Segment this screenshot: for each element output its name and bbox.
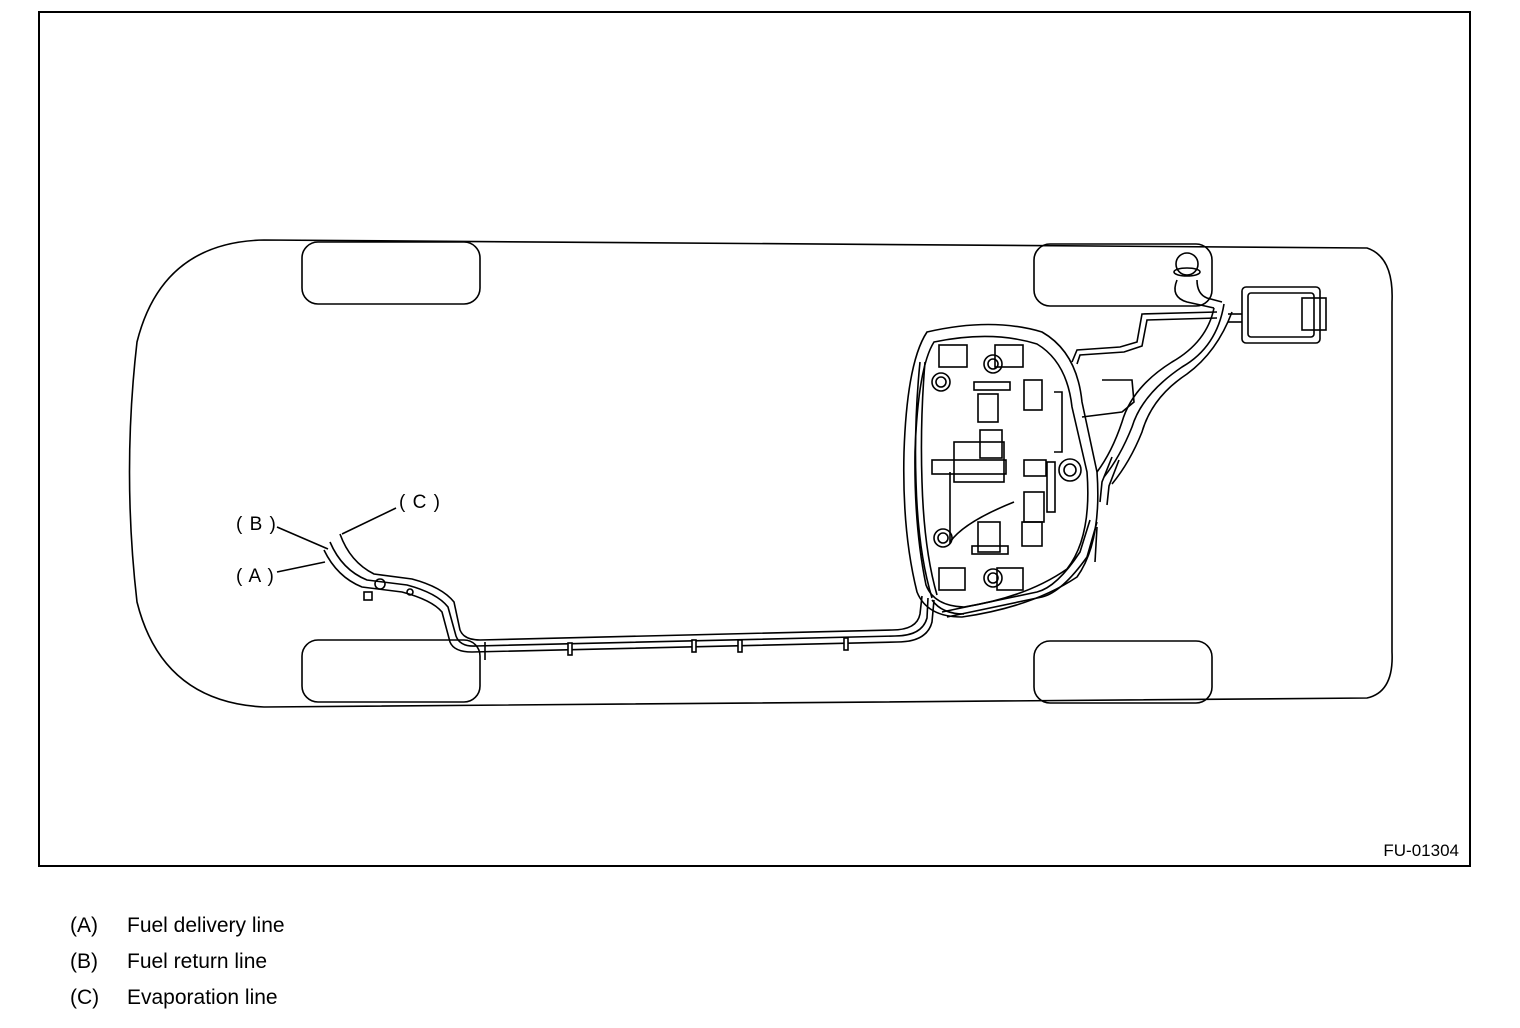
wheel-rear-right	[1033, 640, 1213, 704]
legend-row-a: (A) Fuel delivery line	[70, 908, 285, 944]
callout-a-leader	[276, 561, 326, 573]
callout-b-label: ( B )	[236, 514, 277, 535]
legend-key: (B)	[70, 950, 98, 973]
underbody-fuel-lines	[323, 519, 1098, 660]
tank-vent-lines	[1071, 311, 1218, 563]
wheel-front-left	[301, 241, 481, 305]
legend-label: Evaporation line	[127, 986, 278, 1009]
legend-row-c: (C) Evaporation line	[70, 980, 285, 1016]
callout-c-leader	[341, 507, 397, 535]
legend-key: (C)	[70, 986, 100, 1009]
figure-frame: ( B ) ( A ) ( C ) FU-01304	[38, 11, 1471, 867]
legend-row-b: (B) Fuel return line	[70, 944, 285, 980]
callout-c-label: ( C )	[399, 492, 441, 513]
legend: (A) Fuel delivery line (B) Fuel return l…	[70, 908, 285, 1016]
wheel-rear-left	[1033, 243, 1213, 307]
fuel-delivery-line-path	[323, 549, 935, 653]
legend-label: Fuel delivery line	[127, 914, 285, 937]
evaporative-canister	[1228, 286, 1327, 344]
evaporation-line-path	[339, 533, 923, 641]
fuel-line-diagram: ( B ) ( A ) ( C )	[128, 239, 1393, 708]
legend-label: Fuel return line	[127, 950, 268, 973]
legend-key: (A)	[70, 914, 98, 937]
figure-id: FU-01304	[1383, 841, 1459, 860]
wheel-front-right	[301, 639, 481, 703]
callout-a-label: ( A )	[236, 566, 275, 587]
callout-b-leader	[276, 526, 329, 550]
fuel-return-line-path	[329, 541, 929, 647]
fuel-filler-neck	[1096, 252, 1233, 485]
vehicle-body-outline	[128, 239, 1393, 708]
fuel-tank	[902, 323, 1099, 618]
